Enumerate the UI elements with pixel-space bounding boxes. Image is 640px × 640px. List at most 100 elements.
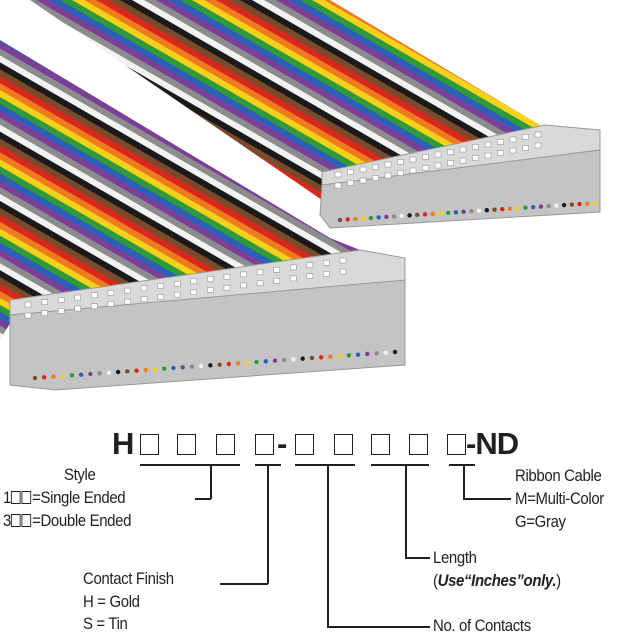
wire-end	[106, 370, 112, 375]
wire-end	[171, 365, 176, 371]
wire-end	[125, 369, 130, 374]
back-ribbon-cable	[30, 0, 545, 200]
style-title: Style	[64, 465, 96, 484]
length-leader	[405, 464, 407, 558]
contact-hole	[484, 152, 492, 159]
contacts-underline	[295, 464, 355, 466]
wire-end	[554, 203, 559, 208]
contact-hole	[534, 142, 542, 149]
wire-end	[189, 364, 195, 369]
wire-end	[374, 351, 379, 356]
back-connector	[319, 124, 601, 229]
contact-hole	[347, 180, 354, 186]
wire-end	[523, 205, 528, 210]
contact-hole	[140, 285, 148, 292]
contact-hole	[509, 136, 517, 143]
contact-hole	[190, 289, 198, 296]
front-connector	[9, 249, 406, 391]
contact-hole	[509, 147, 517, 154]
ribbon-cable-assembly-image	[0, 0, 601, 391]
contact-hole	[91, 303, 98, 309]
contact-hole	[459, 157, 467, 164]
wire-end	[445, 210, 451, 215]
contact-hole	[157, 294, 164, 300]
contact-hole	[24, 301, 32, 308]
wire-end	[263, 359, 268, 364]
wire-end	[415, 212, 420, 218]
length-underline	[371, 464, 429, 466]
code-box	[409, 434, 428, 455]
wire-end	[345, 217, 350, 222]
contact-hole	[107, 301, 115, 307]
style-double: 3=Double Ended	[3, 511, 132, 530]
wire-end	[115, 369, 121, 375]
wire-end	[384, 214, 389, 220]
wire-end	[368, 215, 374, 221]
contact-finish-gold: H = Gold	[83, 592, 140, 611]
wire-end	[208, 363, 213, 368]
wire-end	[383, 350, 388, 355]
contact-hole	[240, 282, 247, 289]
contact-finish-tin: S = Tin	[83, 614, 128, 633]
contact-hole	[223, 284, 231, 291]
contact-hole	[447, 149, 454, 155]
wire-end	[561, 202, 567, 208]
wire-end	[162, 366, 167, 371]
wire-end	[291, 357, 296, 362]
wire-end	[569, 202, 575, 207]
contact-hole	[409, 156, 417, 163]
contact-hole	[124, 298, 131, 305]
wire-end	[309, 355, 315, 361]
style-leader	[195, 498, 211, 500]
contact-hole	[434, 162, 442, 169]
wire-end	[592, 200, 598, 206]
wire-end	[88, 371, 93, 377]
wire-end	[530, 204, 536, 210]
contacts-leader	[327, 464, 329, 627]
length-note: (Use“Inches”only.)	[433, 571, 561, 590]
wire-end	[51, 374, 56, 379]
contact-hole	[534, 131, 542, 138]
wire-end	[391, 214, 397, 219]
length-title: Length	[433, 548, 477, 567]
contact-finish-title: Contact Finish	[83, 569, 174, 588]
wire-end	[577, 201, 582, 207]
contact-hole	[422, 154, 429, 160]
part-number-prefix: H	[112, 426, 134, 461]
style-single: 1=Single Ended	[3, 488, 126, 507]
contact-hole	[472, 144, 479, 150]
contact-hole	[306, 262, 314, 268]
code-box	[295, 434, 314, 455]
wire-end	[484, 208, 490, 213]
wire-end	[272, 358, 278, 363]
contact-hole	[397, 159, 404, 165]
wire-end	[134, 368, 139, 373]
contact-hole	[290, 275, 297, 282]
wire-end	[399, 213, 405, 219]
contact-hole	[459, 146, 467, 153]
wire-end	[235, 361, 241, 366]
wire-end	[515, 205, 520, 211]
wire-end	[337, 353, 342, 359]
style-underline	[140, 464, 240, 466]
wire-end	[337, 217, 343, 223]
wire-end	[500, 206, 505, 212]
wire-end	[254, 359, 259, 365]
wire-end	[353, 216, 358, 222]
wire-end	[42, 375, 47, 380]
contact-hole	[384, 161, 392, 168]
finish-leader	[220, 583, 268, 585]
contact-hole	[323, 271, 330, 277]
wire-end	[355, 352, 361, 357]
contacts-leader	[327, 626, 430, 628]
contact-hole	[173, 291, 181, 298]
finish-leader	[267, 464, 269, 584]
ribbon-underline	[449, 464, 475, 466]
ribbon-multi: M=Multi-Color	[515, 489, 604, 508]
wire-end	[546, 203, 551, 209]
wire-end	[318, 355, 324, 360]
wire-end	[453, 210, 459, 215]
part-number-suffix: -ND	[466, 426, 519, 461]
wire-end	[217, 362, 222, 367]
contact-hole	[484, 141, 492, 148]
